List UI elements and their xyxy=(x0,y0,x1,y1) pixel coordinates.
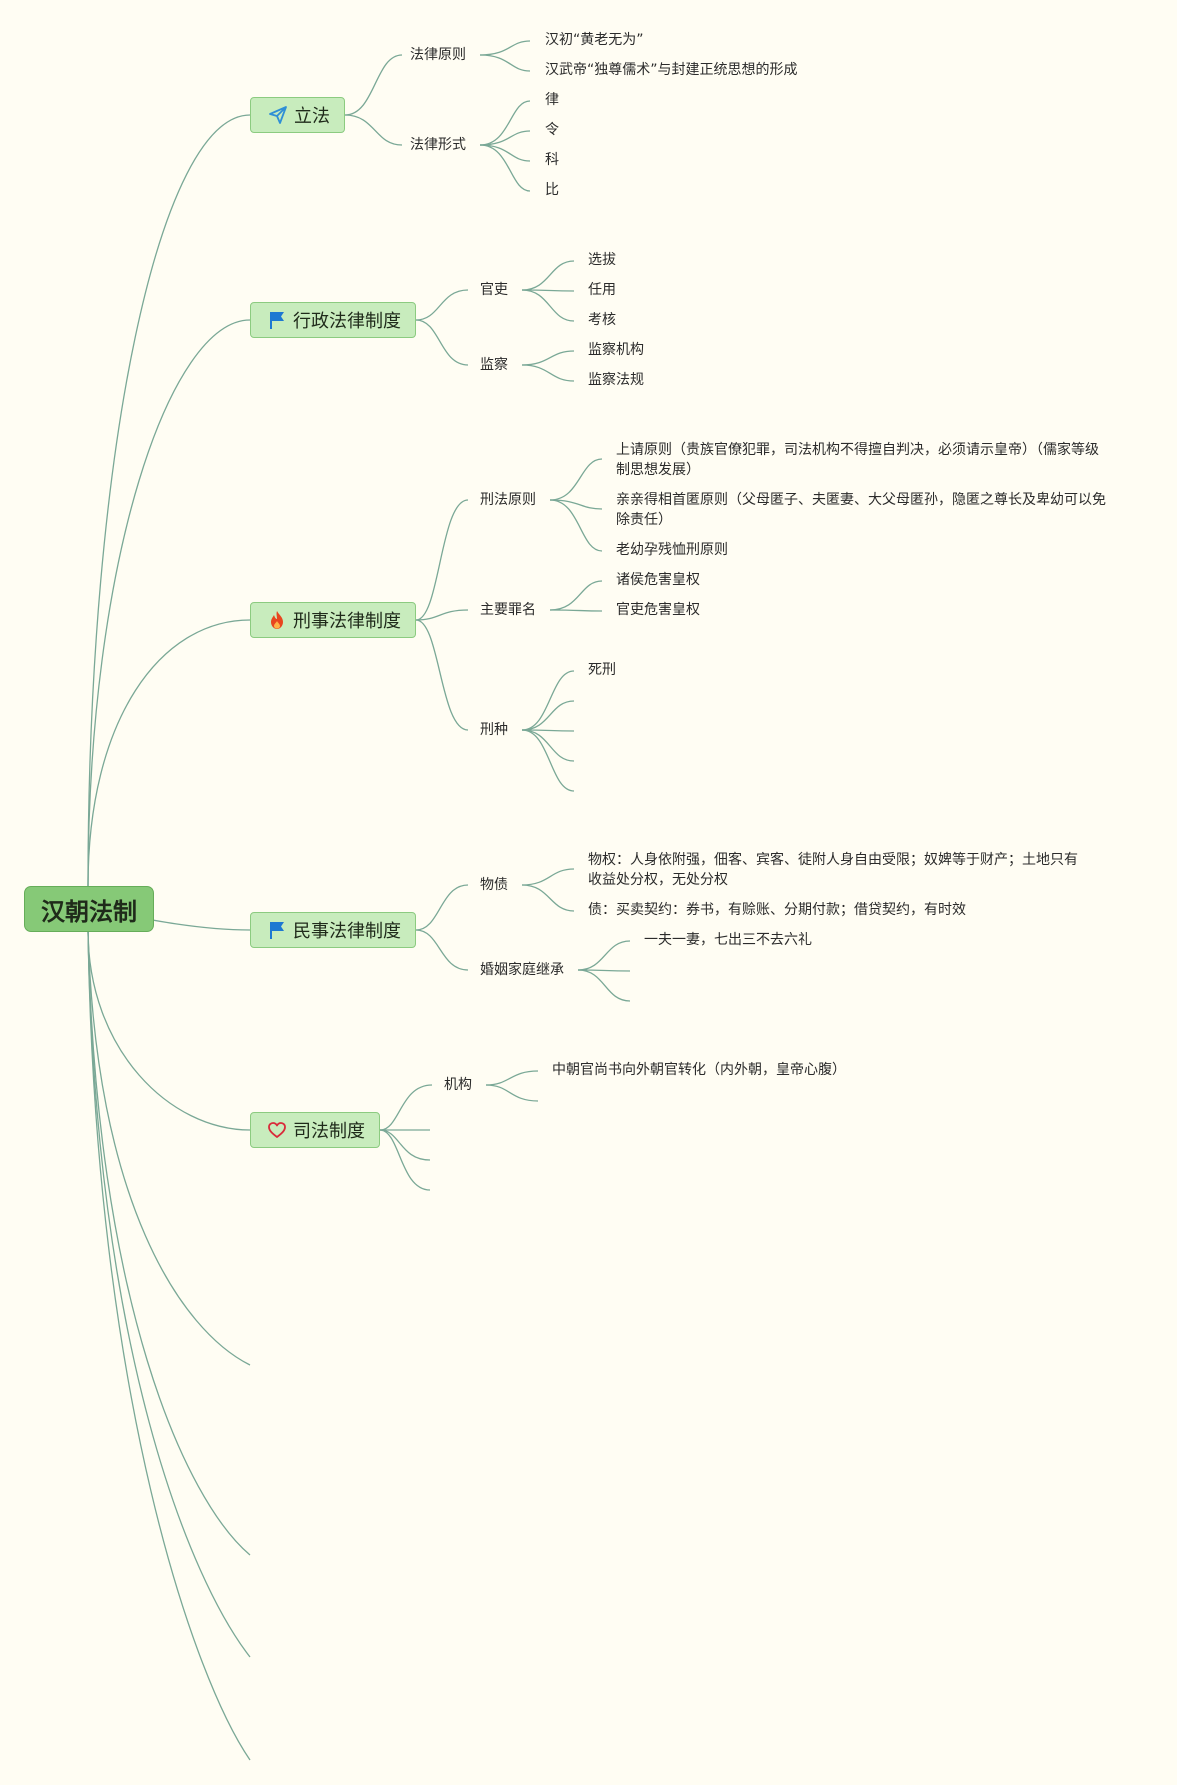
branch-label: 民事法律制度 xyxy=(293,921,401,942)
edge-root-sifa xyxy=(87,929,251,1131)
edge-lifa-xingshi xyxy=(344,114,403,146)
leaf[interactable]: 任用 xyxy=(588,282,616,298)
blue-flag-icon xyxy=(267,309,287,331)
leaf[interactable]: 考核 xyxy=(588,312,616,328)
root-node[interactable]: 汉朝法制 xyxy=(24,886,154,932)
branch-xingshi[interactable]: 刑事法律制度 xyxy=(250,602,416,638)
sub-hunyin-jiating-jicheng[interactable]: 婚姻家庭继承 xyxy=(480,962,564,978)
branch-label: 行政法律制度 xyxy=(293,311,401,332)
leaf[interactable]: 官吏危害皇权 xyxy=(616,602,700,618)
sub-xingzhong[interactable]: 刑种 xyxy=(480,722,508,738)
leaf[interactable]: 选拔 xyxy=(588,252,616,268)
sub-zhuyao-zuiming[interactable]: 主要罪名 xyxy=(480,602,536,618)
leaf[interactable]: 汉初“黄老无为” xyxy=(545,32,644,48)
branch-label: 司法制度 xyxy=(293,1121,365,1142)
heart-icon xyxy=(267,1119,287,1141)
edge-root-xingzheng xyxy=(87,319,251,887)
edge-lifa-yuanze xyxy=(344,54,403,116)
edge-root-empty-4 xyxy=(87,929,251,1761)
leaf[interactable]: 死刑 xyxy=(588,662,616,678)
leaf[interactable]: 比 xyxy=(545,182,559,198)
paper-plane-icon xyxy=(267,104,288,126)
leaf[interactable]: 律 xyxy=(545,92,559,108)
sub-jiancha[interactable]: 监察 xyxy=(480,357,508,373)
branch-minshi[interactable]: 民事法律制度 xyxy=(250,912,416,948)
leaf[interactable]: 一夫一妻，七出三不去六礼 xyxy=(644,932,812,948)
leaf[interactable]: 物权：人身依附强，佃客、宾客、徒附人身自由受限；奴婢等于财产；土地只有收益处分权… xyxy=(588,852,1078,888)
edge-root-lifa xyxy=(87,114,251,887)
branch-xingzheng[interactable]: 行政法律制度 xyxy=(250,302,416,338)
sub-falv-xingshi[interactable]: 法律形式 xyxy=(410,137,466,153)
sub-jigou[interactable]: 机构 xyxy=(444,1077,472,1093)
leaf[interactable]: 亲亲得相首匿原则（父母匿子、夫匿妻、大父母匿孙，隐匿之尊长及卑幼可以免除责任） xyxy=(616,492,1106,528)
branch-label: 立法 xyxy=(294,106,330,127)
sub-guanli[interactable]: 官吏 xyxy=(480,282,508,298)
leaf[interactable]: 上请原则（贵族官僚犯罪，司法机构不得擅自判决，必须请示皇帝）（儒家等级制思想发展… xyxy=(616,442,1099,478)
edge-root-xingshi xyxy=(87,619,251,887)
fire-icon xyxy=(267,609,287,631)
leaf[interactable]: 老幼孕残恤刑原则 xyxy=(616,542,728,558)
leaf[interactable]: 诸侯危害皇权 xyxy=(616,572,700,588)
sub-wuzhai[interactable]: 物债 xyxy=(480,877,508,893)
branch-sifa[interactable]: 司法制度 xyxy=(250,1112,380,1148)
leaf[interactable]: 科 xyxy=(545,152,559,168)
branch-label: 刑事法律制度 xyxy=(293,611,401,632)
edge-root-empty-1 xyxy=(87,929,251,1366)
root-label: 汉朝法制 xyxy=(41,897,137,926)
edge-root-empty-2 xyxy=(87,929,251,1556)
leaf[interactable]: 中朝官尚书向外朝官转化（内外朝，皇帝心腹） xyxy=(552,1062,846,1078)
leaf[interactable]: 监察法规 xyxy=(588,372,644,388)
leaf[interactable]: 债：买卖契约：券书，有赊账、分期付款；借贷契约，有时效 xyxy=(588,902,966,918)
blue-flag-icon xyxy=(267,919,287,941)
leaf[interactable]: 令 xyxy=(545,122,559,138)
leaf[interactable]: 汉武帝“独尊儒术”与封建正统思想的形成 xyxy=(545,62,798,78)
sub-falv-yuanze[interactable]: 法律原则 xyxy=(410,47,466,63)
sub-xingfa-yuanze[interactable]: 刑法原则 xyxy=(480,492,536,508)
branch-lifa[interactable]: 立法 xyxy=(250,97,345,133)
edge-root-empty-3 xyxy=(87,929,251,1658)
leaf[interactable]: 监察机构 xyxy=(588,342,644,358)
